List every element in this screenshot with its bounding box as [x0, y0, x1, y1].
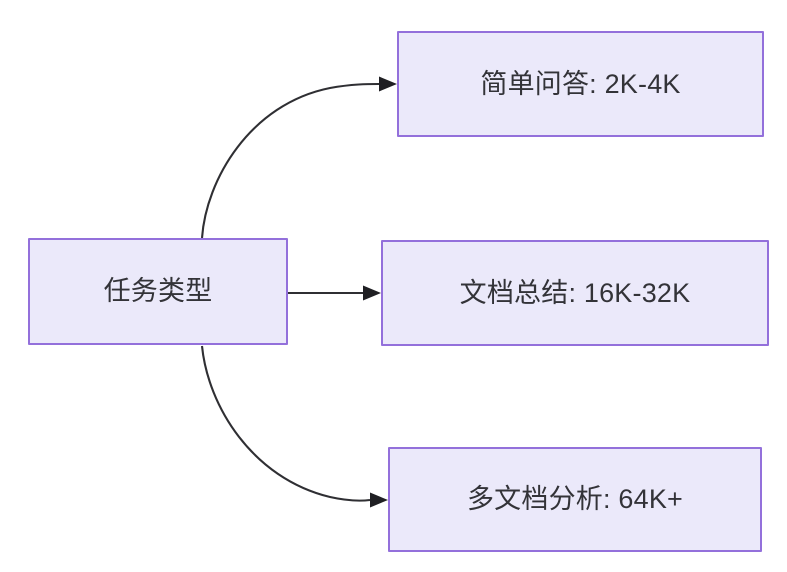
arrowhead-icon: [379, 76, 397, 92]
node-simple-qa[interactable]: 简单问答: 2K-4K: [397, 31, 764, 137]
arrowhead-icon: [363, 285, 381, 301]
edge-root-to-simple-qa: [200, 76, 397, 239]
node-doc-summary[interactable]: 文档总结: 16K-32K: [381, 240, 769, 346]
edge-root-to-multi-doc: [200, 345, 388, 508]
edge-root-to-doc-summary: [288, 285, 381, 301]
arrowhead-icon: [370, 492, 388, 508]
node-label: 简单问答: 2K-4K: [480, 68, 681, 99]
node-label: 任务类型: [103, 276, 213, 307]
node-root-task-type[interactable]: 任务类型: [28, 238, 288, 345]
node-multi-doc[interactable]: 多文档分析: 64K+: [388, 447, 762, 552]
node-label: 文档总结: 16K-32K: [459, 277, 691, 308]
node-label: 多文档分析: 64K+: [466, 484, 683, 515]
